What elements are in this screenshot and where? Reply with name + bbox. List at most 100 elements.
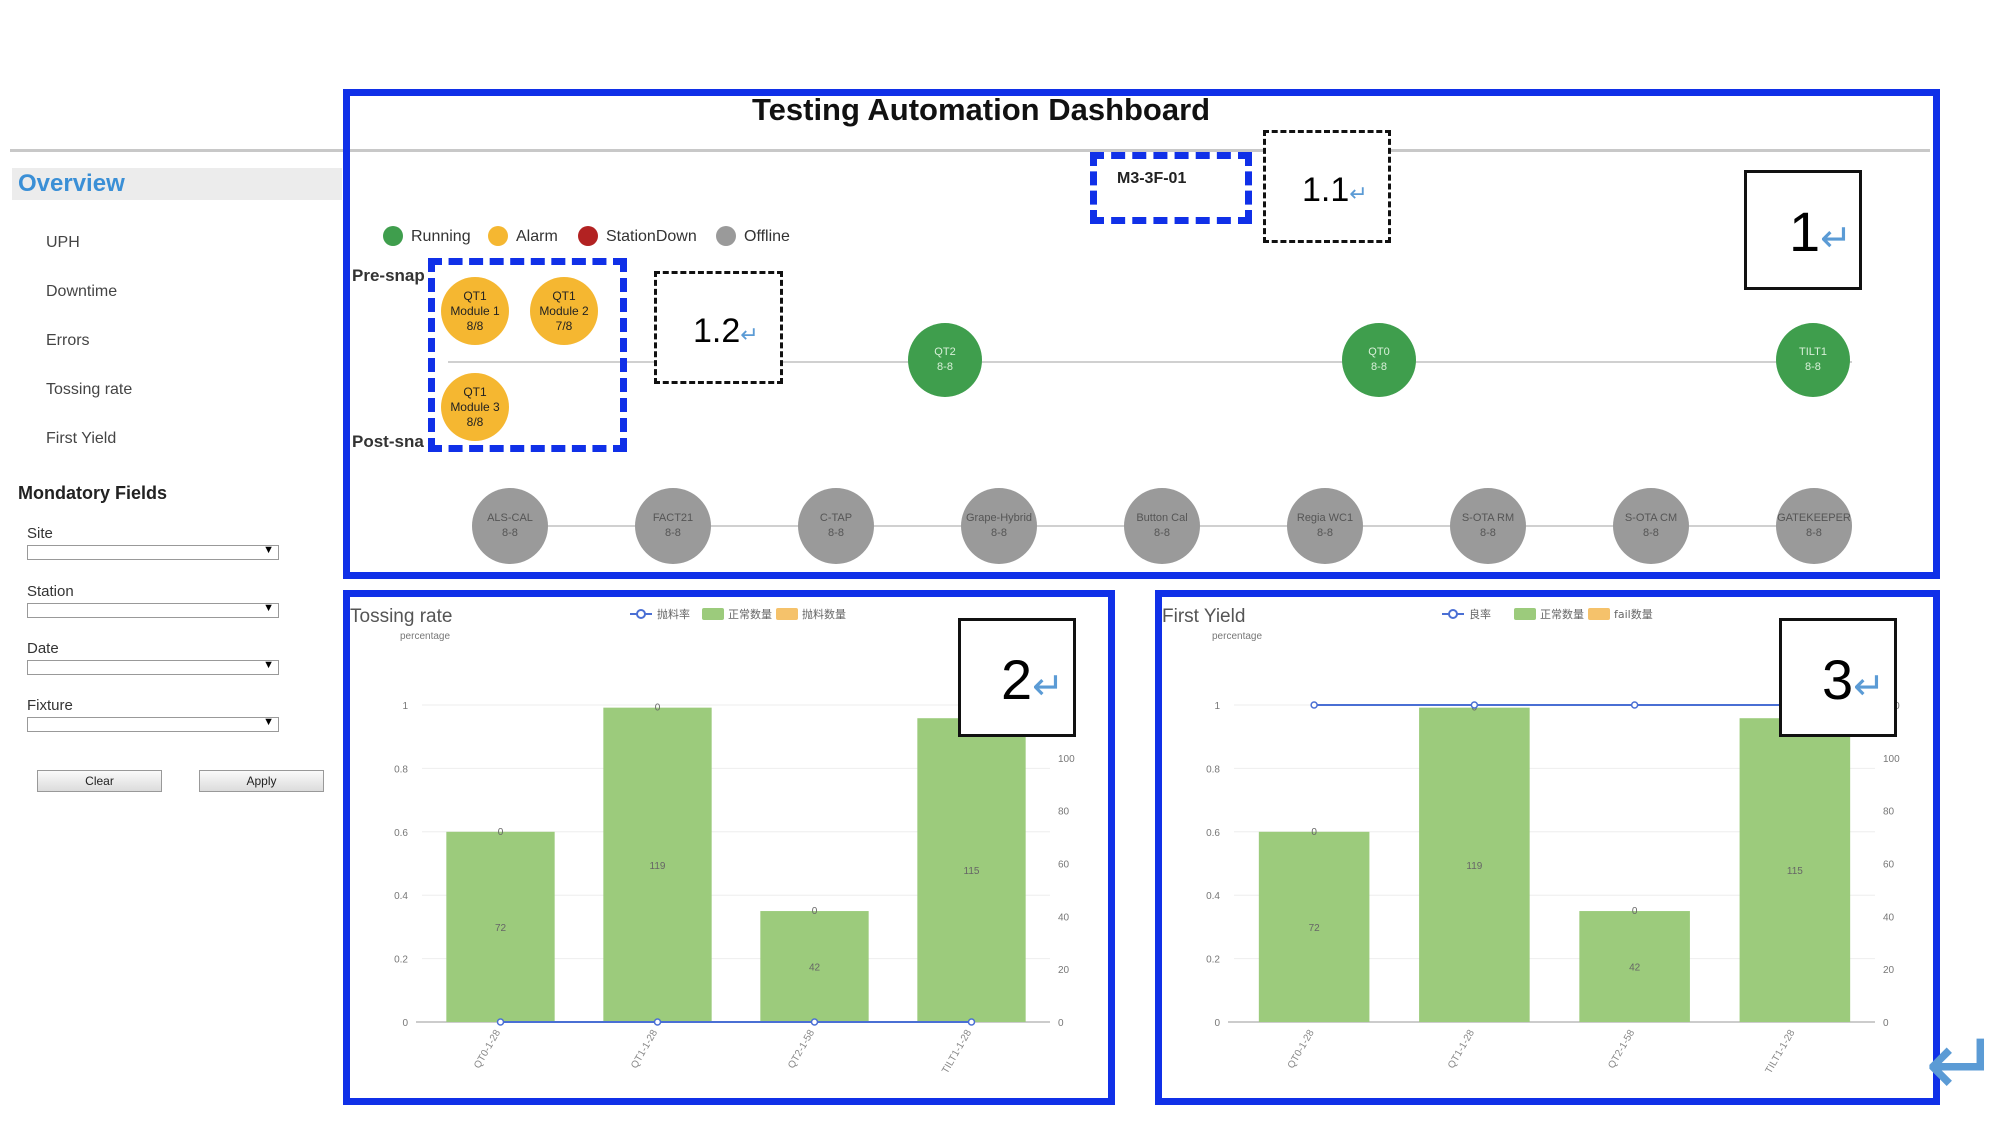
y-tick-left: 0 — [402, 1018, 408, 1029]
return-icon: ↵ — [1853, 666, 1885, 708]
legend-bar-label: 正常数量 — [1540, 608, 1584, 621]
bar-value-label: 42 — [1629, 963, 1641, 974]
y-tick-right: 20 — [1883, 965, 1895, 976]
y-tick-left: 0.8 — [1206, 764, 1220, 775]
lane-label-post-snap: Post-sna — [352, 432, 424, 451]
sidebar-item-first-yield[interactable]: First Yield — [46, 430, 117, 447]
node-module: Module 3 — [450, 399, 500, 414]
y-tick-left: 0.4 — [394, 891, 408, 902]
y-tick-right: 80 — [1058, 807, 1070, 818]
bar-value-label: 119 — [650, 861, 666, 872]
legend-running[interactable]: Running — [411, 228, 471, 245]
node-name: QT1 — [463, 288, 487, 303]
node-count: 8-8 — [1371, 361, 1387, 373]
sidebar-item-uph[interactable]: UPH — [46, 234, 80, 251]
return-icon: ↵ — [740, 322, 759, 347]
x-tick-label: QT1-1-28 — [629, 1028, 660, 1071]
bar — [446, 831, 555, 1022]
x-tick-label: QT2-1-58 — [786, 1028, 817, 1071]
y-tick-right: 80 — [1883, 807, 1895, 818]
fixture-label: Fixture — [27, 697, 73, 714]
node-name: C-TAP — [819, 512, 853, 524]
chart-title: Tossing rate — [350, 606, 452, 627]
legend-line-label: 抛料率 — [657, 607, 690, 621]
bar-value-label: 72 — [495, 923, 507, 934]
annotation-1-number: 1 — [1789, 200, 1821, 263]
node-name: QT0 — [1368, 346, 1390, 358]
y-tick-right: 40 — [1058, 912, 1070, 923]
node-count: 8/8 — [466, 414, 484, 429]
return-icon: ↵ — [1349, 181, 1368, 206]
chevron-down-icon: ▼ — [263, 716, 274, 728]
legend-bar-label: 正常数量 — [728, 608, 772, 621]
node-count: 8-8 — [1154, 527, 1170, 539]
fixture-select[interactable]: ▼ — [27, 716, 279, 732]
site-select[interactable]: ▼ — [27, 544, 279, 560]
annotation-3-number: 3 — [1822, 648, 1854, 711]
y-tick-right: 60 — [1058, 860, 1070, 871]
legend-fail-label: fail数量 — [1614, 608, 1653, 621]
chevron-down-icon: ▼ — [263, 602, 274, 614]
x-tick-label: QT2-1-58 — [1606, 1028, 1637, 1071]
line-point — [496, 1018, 505, 1026]
date-select[interactable]: ▼ — [27, 659, 279, 675]
y-tick-left: 0.2 — [1206, 955, 1220, 966]
apply-button[interactable]: Apply — [199, 770, 324, 792]
x-tick-label: TILT1-1-28 — [940, 1028, 974, 1076]
station-node-s-ota-cm[interactable]: S-OTA CM 8-8 — [1613, 488, 1689, 564]
clear-button[interactable]: Clear — [37, 770, 162, 792]
x-tick-label: QT0-1-28 — [472, 1028, 503, 1071]
node-count: 8-8 — [665, 527, 681, 539]
annotation-3: 3↵ — [1779, 618, 1897, 737]
station-select[interactable]: ▼ — [27, 602, 279, 618]
x-tick-label: QT1-1-28 — [1446, 1028, 1477, 1071]
y-tick-right: 40 — [1883, 912, 1895, 923]
chart-title: First Yield — [1162, 606, 1245, 627]
station-label: Station — [27, 583, 74, 600]
sidebar-item-tossing-rate[interactable]: Tossing rate — [46, 381, 133, 398]
node-count: 8-8 — [1643, 527, 1659, 539]
bar — [1739, 718, 1851, 1022]
running-dot-icon — [383, 226, 403, 246]
annotation-1: 1↵ — [1744, 170, 1862, 290]
sidebar-item-errors[interactable]: Errors — [46, 332, 90, 349]
y-tick-right: 20 — [1058, 965, 1070, 976]
annotation-1-1-number: 1.1 — [1302, 171, 1350, 209]
fail-value-label: 0 — [655, 703, 661, 714]
lane-label-pre-snap: Pre-snap — [352, 266, 425, 285]
node-name: Regia WC1 — [1296, 512, 1354, 524]
node-count: 8/8 — [466, 318, 484, 333]
y-tick-left: 1 — [1214, 701, 1220, 712]
legend-line-marker — [1448, 609, 1458, 619]
first-yield-chart: First Yieldpercentagee良率正常数量fail数量00.20.… — [1162, 606, 1900, 1076]
bar — [917, 718, 1026, 1022]
legend-station-down[interactable]: StationDown — [606, 228, 697, 245]
sidebar-item-overview[interactable]: Overview — [12, 168, 342, 200]
legend-offline[interactable]: Offline — [744, 228, 790, 245]
legend-alarm[interactable]: Alarm — [516, 228, 558, 245]
x-tick-label: QT0-1-28 — [1286, 1028, 1317, 1071]
station-down-dot-icon — [578, 226, 598, 246]
sidebar-item-downtime[interactable]: Downtime — [46, 283, 118, 300]
header-divider — [10, 149, 1930, 152]
legend-fail-icon — [1588, 608, 1610, 620]
node-name: S-OTA CM — [1624, 512, 1678, 524]
return-arrow-icon: ↵ — [1925, 1015, 2000, 1115]
annotation-1-2: 1.2↵ — [654, 271, 783, 384]
line-id-label[interactable]: M3-3F-01 — [1117, 170, 1187, 187]
bar-value-label: 119 — [1466, 861, 1482, 872]
